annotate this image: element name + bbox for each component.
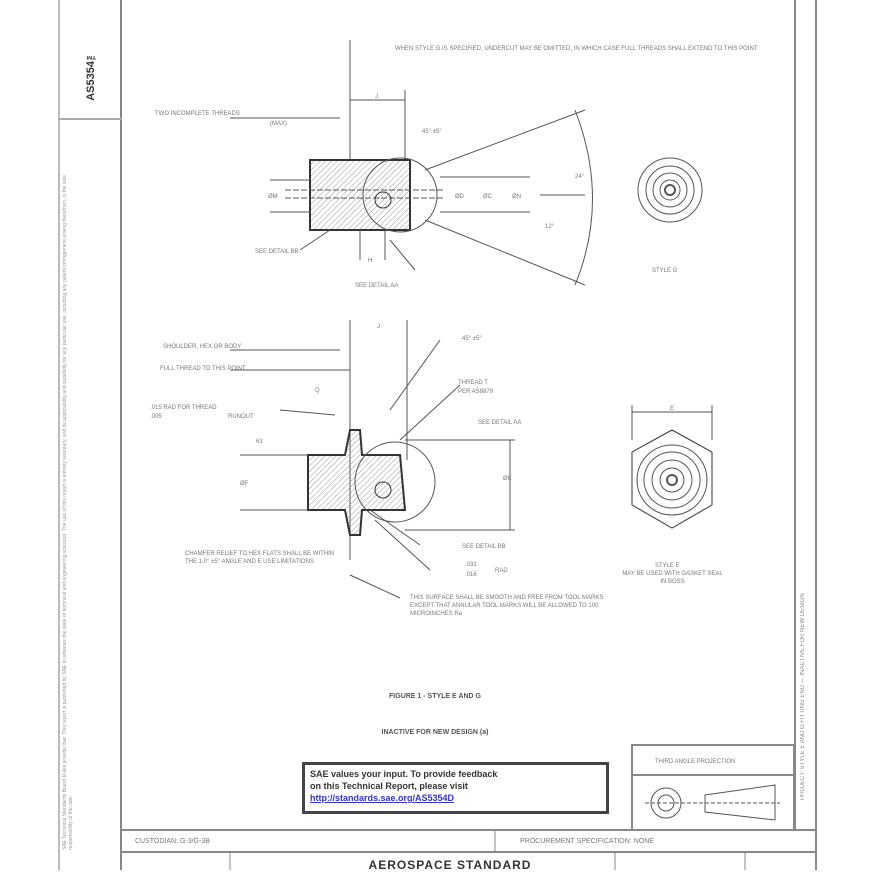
projection-label: THIRD ANGLE PROJECTION [655,759,735,765]
dim-j-bottom: J [377,324,380,330]
document-title: AEROSPACE STANDARD [368,858,532,872]
chamfer-note: CHAMFER RELIEF TO HEX FLATS SHALL BE WIT… [185,551,335,565]
label-full-thread: FULL THREAD TO THIS POINT [160,366,246,372]
label-two-incomplete: TWO INCOMPLETE THREADS [155,111,240,117]
label-thread: THREAD T [458,380,488,386]
frame-right [794,0,796,830]
angle-24: 24° [575,174,585,180]
style-e-hex-view [631,429,713,529]
see-detail-bb-bottom: SEE DETAIL BB [462,544,506,550]
dim-dc: ØC [483,194,493,200]
rad-label: RAD [495,568,508,574]
figure-caption: FIGURE 1 - STYLE E AND G [389,693,481,700]
procurement-spec: PROCUREMENT SPECIFICATION: NONE [520,838,654,845]
dim-j-top: J [375,94,378,100]
frame-right-outer [815,0,817,870]
margin-border-left [58,0,60,870]
label-per-spec: PER AS8879 [458,389,494,395]
see-detail-aa-top: SEE DETAIL AA [355,283,398,289]
dim-dk: ØK [503,476,512,482]
dim-q: Q [315,388,320,394]
feedback-line-2: on this Technical Report, please visit [310,781,468,791]
label-max: (MAX) [270,121,287,127]
style-e-note: MAY BE USED WITH GASKET SEAL IN BOSS [622,571,723,585]
detail-circle-bottom [354,441,436,523]
projection-box [631,744,795,831]
dim-dd: ØD [455,194,465,200]
doc-id-box-bottom [58,118,122,120]
style-g-label: STYLE G [652,268,678,274]
label-shoulder: SHOULDER, HEX OR BODY [163,344,241,350]
inactive-note: INACTIVE FOR NEW DESIGN (a) [381,729,489,736]
dim-dm: ØM [268,194,278,200]
rad-b: .016 [465,572,477,578]
dim-dn: ØN [512,194,521,200]
style-g-end-view [637,157,703,223]
feedback-box: SAE values your input. To provide feedba… [302,762,609,814]
fitting-section-top [309,159,411,231]
custodian: CUSTODIAN: G-3/G-3B [135,838,210,845]
feedback-link[interactable]: http://standards.sae.org/AS5354D [310,793,455,803]
margin-border-right [120,0,122,870]
see-detail-bb-top: SEE DETAIL BB [255,249,299,255]
angle-bottom: 45° ±5° [462,336,482,342]
label-runout: RUNOUT [228,414,254,420]
dim-df: ØF [240,481,249,487]
angle-12: 12° [545,224,555,230]
fitting-section-bottom [307,429,407,536]
style-e-label: STYLE E [655,563,680,569]
style-note: WHEN STYLE G IS SPECIFIED, UNDERCUT MAY … [395,46,758,52]
label-rad2: .005 [150,414,162,420]
rad-a: .031 [465,562,477,568]
drawing-labels: WHEN STYLE G IS SPECIFIED, UNDERCUT MAY … [150,46,758,765]
angle-top: 45° ±5° [422,129,442,135]
surface-note: THIS SURFACE SHALL BE SMOOTH AND FREE FR… [410,595,604,617]
label-rad: .015 RAD FOR THREAD [150,405,217,411]
dim-e: E [670,406,674,412]
surface-finish: 63 [256,439,263,445]
dim-h: H [368,258,372,264]
see-detail-aa-bottom: SEE DETAIL AA [478,420,521,426]
detail-circle-top [362,157,438,233]
feedback-line-1: SAE values your input. To provide feedba… [310,769,498,779]
